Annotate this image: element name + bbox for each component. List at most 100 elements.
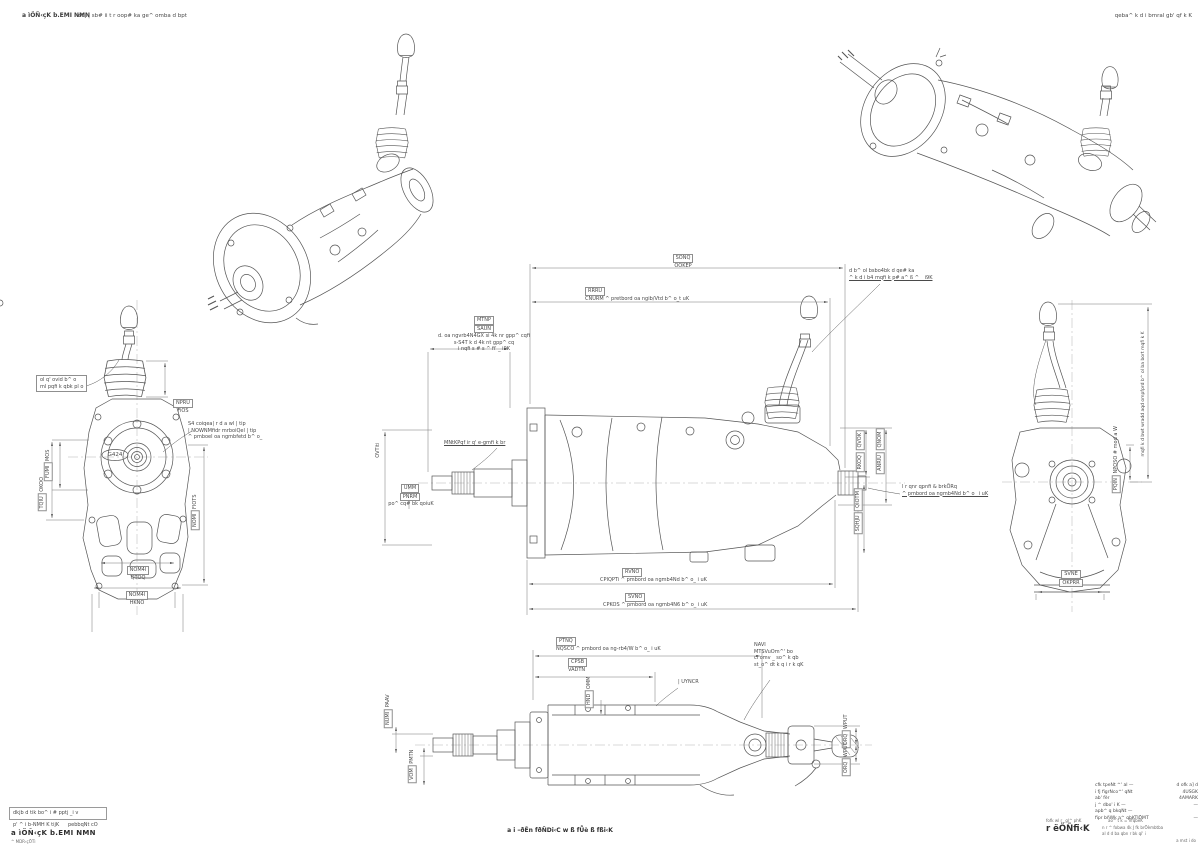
note-row: i fj figrNco^' qNt 4USGK [1095, 790, 1198, 797]
side-right-rot-dim2-ref: QNOM [875, 428, 885, 451]
plan-left-rot-dim2: VOM PMTN [407, 744, 417, 788]
plan-breather-line3: cl omv _ so^ k qb [754, 655, 799, 661]
side-right-rot-dim2-value: ANRIU [875, 452, 885, 474]
front-view [46, 300, 208, 632]
note-0-value: d ofk a] d [1176, 783, 1198, 788]
notes-corner: a mst i do [1176, 838, 1196, 843]
plan-view [392, 650, 872, 796]
side-input-height-dim: UMM PNRM [396, 484, 424, 501]
note-1-label: i fj figrNco^' qNt [1095, 789, 1133, 795]
notes-big-label: r ëÖÑfi‹K [1046, 824, 1090, 834]
plan-top-dim2-value: CPSB [568, 658, 588, 667]
note-5-label: fipr bñWk a^ qbKTIÖMT [1095, 815, 1149, 821]
plan-left-rot-dim2-value: VOM [407, 765, 417, 783]
side-right-rot-dim3: SQHJU QIOTM [853, 483, 863, 539]
side-top-dim1: SONQ OOKEP [655, 254, 711, 269]
note-row: j ^ dbo' i K — — [1095, 803, 1198, 810]
note-1-value: 4USGK [1182, 789, 1198, 795]
plan-right-rot-dim2-ref: WPUT [842, 742, 849, 758]
note-2-label: ab' fèr [1095, 796, 1110, 802]
front-boot-dim: NPRU FiOS [168, 399, 198, 414]
side-bottom-dim2-ref: CPKOS ^ pmbord oa ngmb4N6 b^ o_ i uK [603, 601, 708, 608]
side-bottom-dim2: SVNO CPKOS ^ pmbord oa ngmb4N6 b^ o_ i u… [603, 593, 707, 608]
side-shaft-dim: MTNP SAUN d. oa ngvrb4N4GX si 4k nr gpp^… [428, 316, 540, 353]
plan-top-dim1: PTNQ NQSCO ^ pmbord oa ng-rb4/W b^ o_ i … [556, 637, 661, 652]
side-output-callout: l r qnr qpnfi & brkÖRq ^ pmbord oa ngmb4… [902, 484, 988, 497]
plan-top-dim1-ref: NQSCO ^ pmbord oa ng-rb4/W b^ o_ i uK [556, 645, 661, 652]
note-3-value: — [1193, 802, 1199, 808]
front-lever-callout-line1: ol q' ovid b^ o [40, 377, 77, 383]
plan-left-rot-dim1-ref: PAAV [384, 694, 391, 708]
side-shaft-dim-ref: SAUN [473, 324, 495, 333]
side-output-callout-line1: l r qnr qpnfi & brkÖRq [902, 484, 958, 490]
side-right-rot-dim2: ANRIU QNOM [875, 425, 885, 477]
plan-right-rot-dim1-ref: WPUT [842, 714, 849, 730]
side-shaft-note-line2: s-S4T k d 4k nt gpp^ cq [453, 339, 515, 346]
side-bottom-dim1-ref: CPIQPTi ^ pmbord oa ngmb4Nd b^ o_ i uK [600, 576, 707, 583]
title-block-sheet: pebbqNt cO [68, 822, 98, 828]
title-block-scale: p' ^ i b-NMH K tijK [13, 822, 60, 828]
note-row: cfk tpeNt ^' al — d ofk a] d [1095, 783, 1198, 790]
plan-breather-callout: NAVI MTSVuOm^' bo cl omv _ so^ k qb st_o… [754, 642, 803, 668]
rear-view [1002, 300, 1152, 612]
drawing-title: a i –ðÊn fðÑDi‹C w ß fǕè ß fßi‹K [507, 827, 613, 834]
plan-mid-rot-dim-value: HND [584, 690, 594, 709]
plan-breather-line2: MTSVuOm^' bo [754, 648, 793, 655]
side-bottom-dim1: RVNO CPIQPTi ^ pmbord oa ngmb4Nd b^ o_ i… [600, 568, 707, 583]
front-spigot-callout-line3: ^ pmboel oa ngmbfetd b^ o_ [188, 434, 263, 440]
title-block-row1: dkjb d tik bo^ i # pptj _i v [13, 810, 79, 816]
front-bottom-dim2-value: NOM4I [125, 591, 149, 600]
plan-left-rot-dim1: NUMI PAAV [383, 689, 393, 733]
note-owner-label: fofk wl r _gl^ phK [1046, 818, 1082, 823]
side-right-rot-dim3-value: SQHJU [853, 512, 863, 535]
front-boot-dim-value: NPRU [173, 399, 193, 408]
front-boot-dim-ref: FiOS [177, 407, 189, 414]
side-top-dim2-ref: CNURM ^ pretbord oa ngib/Vtd b^ o_t uK [585, 295, 690, 302]
plan-top-dim2-ref: VADTN [568, 666, 586, 673]
side-top-dim1-value: SONQ [672, 254, 694, 263]
front-right-dim: NOMI FIOTS [190, 489, 200, 535]
side-right-rot-dim1-value: RKOQ [855, 452, 865, 473]
plan-breather-line1: NAVI [754, 642, 766, 648]
plan-left-rot-dim2-ref: PMTN [408, 749, 415, 764]
front-spigot-callout-line1: S4 coiqea| r d a wl | tip [188, 421, 246, 427]
front-bottom-dim2-ref: HKNO [129, 599, 145, 606]
rear-rot-dim-value: PQIN [1111, 475, 1121, 494]
side-shaft-note-line1: d. oa ngvrb4N4GX si 4k nr gpp^ cqfi [437, 333, 531, 339]
side-angle-callout: d b^ ol bsbo4bk d qe# ka ^ k d i b4 mqfi… [849, 268, 932, 281]
rear-bottom-dim-ref: OKPRR [1059, 578, 1083, 587]
plan-top-dim2: CPSB VADTN [568, 658, 588, 673]
plan-right-rot-dim2-value: ORQ [841, 758, 851, 777]
side-top-dim1-ref: OOKEP [674, 262, 692, 269]
side-input-height-ref: PNRM [399, 492, 421, 501]
rear-rot-dim: PQIN NPQSO # mod a W [1111, 426, 1121, 494]
front-left-dim2-value: TQIU [37, 493, 47, 512]
front-lever-callout-line2: ml pqfi k qbk pl o [40, 383, 84, 390]
front-bottom-dim1-ref: QTOQ [130, 574, 146, 581]
rear-bottom-dim: SVNE OKPRR [1042, 570, 1100, 587]
notes-block: cfk tpeNt ^' al — d ofk a] d i fj figrNco… [1095, 783, 1198, 822]
note-3-label: j ^ dbo' i K — [1095, 802, 1126, 808]
side-angle-callout-line1: d b^ ol bsbo4bk d qe# ka [849, 268, 915, 274]
notes-big-note1: n r ^ fobwa 4k J fk brÖèmbtba [1102, 825, 1164, 830]
side-top-dim2: RRRU CNURM ^ pretbord oa ngib/Vtd b^ o_t… [585, 287, 689, 302]
note-0-label: cfk tpeNt ^' al — [1095, 783, 1134, 788]
side-input-height-value: UMM [400, 484, 420, 493]
front-right-dim-value: NOMI [190, 510, 200, 531]
front-spigot-callout: S4 coiqea| r d a wl | tip | NOWNMfidr mr… [188, 421, 262, 441]
side-top-dim2-value: RRRU [585, 287, 606, 296]
header-right-note: qeba^ k d i bmral gb' qf k K [1114, 13, 1192, 19]
side-angle-callout-line2: ^ k d i b4 mqfi k p# a^ ß ^ _ i9K [849, 274, 933, 281]
side-input-height-note: po^ cq# bk qoíuK [388, 501, 434, 507]
note-row: apb^ q bkqNt — [1095, 809, 1198, 816]
front-case-label: G424 [107, 452, 123, 458]
header-left-note: obj | sb# ii t r oop# ka ge^ omba d bpt [78, 13, 187, 19]
front-left-dim2: TQIU OKOO [37, 474, 47, 514]
iso-left-view [0, 33, 434, 325]
note-4-label: apb^ q bkqNt — [1095, 809, 1133, 815]
side-bottom-dim1-value: RVNO [622, 568, 643, 577]
plan-mid-rot-dim-ref: OMM [585, 676, 592, 690]
doc-code: a ìÖÑ‹çK b.EMI NMN [22, 12, 91, 19]
